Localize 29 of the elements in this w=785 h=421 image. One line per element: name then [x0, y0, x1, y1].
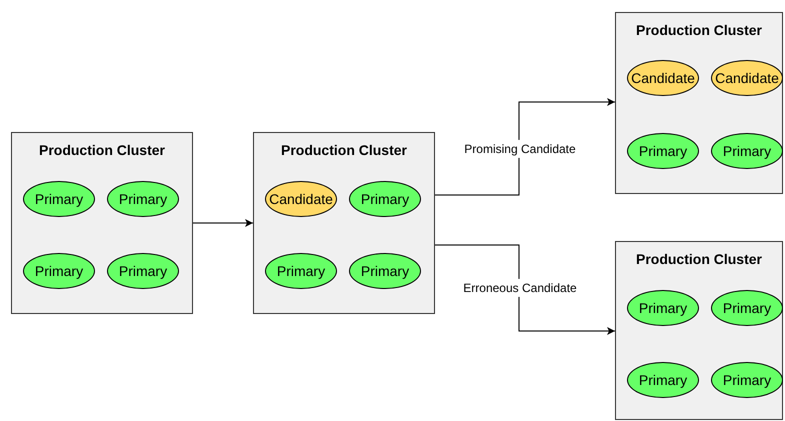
arrow: [434, 244, 616, 335]
cluster-title: Production Cluster: [634, 22, 763, 38]
node-ellipse: Candidate: [627, 60, 699, 96]
cluster-box: [11, 132, 193, 314]
cluster-title: Production Cluster: [634, 251, 763, 267]
edge-label: Promising Candidate: [462, 139, 578, 158]
node-ellipse: Candidate: [265, 181, 337, 217]
node-ellipse: Primary: [107, 253, 179, 289]
node-ellipse: Primary: [107, 181, 179, 217]
arrow: [192, 219, 254, 227]
node-ellipse: Primary: [711, 133, 783, 169]
node-ellipse: Primary: [627, 133, 699, 169]
node-ellipse: Primary: [265, 253, 337, 289]
cluster-box: [253, 132, 435, 314]
node-ellipse: Primary: [711, 290, 783, 326]
node-ellipse: Primary: [349, 181, 421, 217]
node-ellipse: Primary: [711, 362, 783, 398]
node-ellipse: Primary: [23, 181, 95, 217]
node-ellipse: Primary: [627, 290, 699, 326]
cluster-title: Production Cluster: [280, 142, 408, 158]
node-ellipse: Primary: [349, 253, 421, 289]
edge-label: Erroneous Candidate: [461, 278, 579, 298]
cluster-title: Production Cluster: [38, 142, 166, 158]
arrow: [434, 98, 616, 196]
cluster-box: [615, 12, 783, 194]
node-ellipse: Candidate: [711, 60, 783, 96]
cluster-box: [615, 241, 783, 420]
node-ellipse: Primary: [23, 253, 95, 289]
node-ellipse: Primary: [627, 362, 699, 398]
